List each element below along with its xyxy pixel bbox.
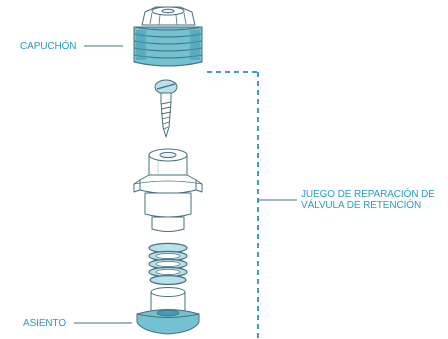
- kit-label-line1: JUEGO DE REPARACIÓN DE: [301, 189, 435, 200]
- cap-label: CAPUCHÓN: [20, 41, 77, 52]
- valve-body-part: [133, 148, 203, 232]
- kit-label-line2: VÁLVULA DE RETENCIÓN: [301, 200, 422, 211]
- seat-label: ASIENTO: [23, 318, 67, 329]
- seat-part: [136, 287, 200, 335]
- screw-part: [154, 79, 178, 138]
- kit-bracket: [207, 71, 259, 338]
- spring-part: [148, 242, 188, 286]
- cap-part: [133, 6, 203, 67]
